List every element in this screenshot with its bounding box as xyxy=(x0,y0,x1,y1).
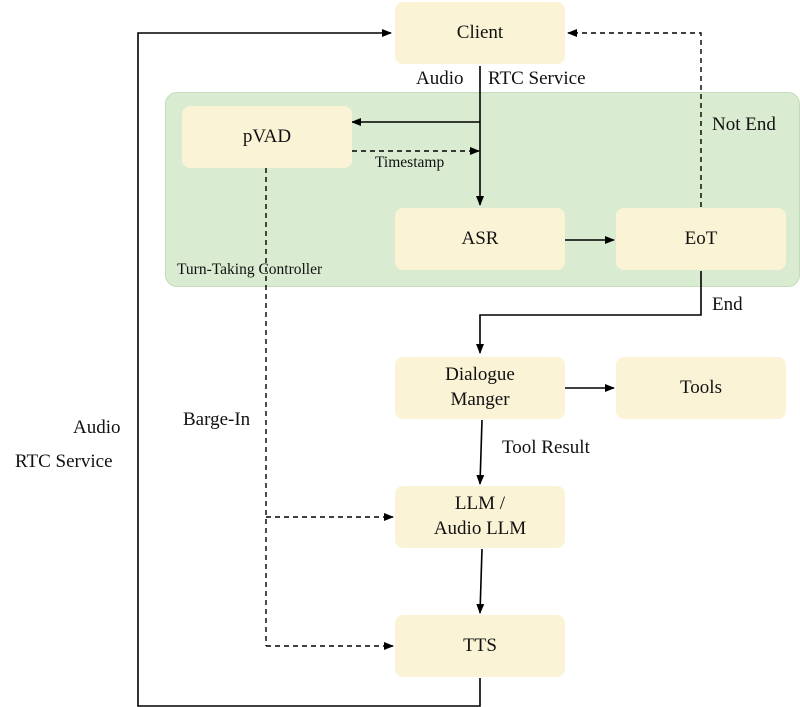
client-label: Client xyxy=(456,21,504,43)
audio-left-label: Audio xyxy=(73,417,121,438)
eot-box: EoT xyxy=(616,208,786,270)
not-end-label: Not End xyxy=(712,114,776,135)
llm-to-tts-arrow xyxy=(476,548,485,614)
llm-label-line1: LLM / xyxy=(454,493,506,515)
pvad-box: pVAD xyxy=(182,106,352,168)
eot-not-end-arrow xyxy=(567,29,702,207)
tts-label: TTS xyxy=(463,634,497,656)
rtc-service-left-label: RTC Service xyxy=(15,451,113,472)
rtc-service-top-label: RTC Service xyxy=(488,68,586,89)
region-label: Turn-Taking Controller xyxy=(177,261,323,278)
dialogue-manager-box: Dialogue Manger xyxy=(395,357,565,419)
eot-end-arrow xyxy=(476,271,702,354)
audio-top-label: Audio xyxy=(416,68,464,89)
client-box: Client xyxy=(395,2,565,64)
dialogue-to-llm-arrow xyxy=(476,419,485,485)
tts-to-client-arrow xyxy=(137,29,481,707)
timestamp-label: Timestamp xyxy=(375,154,445,171)
llm-box: LLM / Audio LLM xyxy=(395,486,565,548)
dialogue-manager-label-line1: Dialogue xyxy=(445,364,515,386)
tools-box: Tools xyxy=(616,357,786,419)
llm-label-line2: Audio LLM xyxy=(433,518,527,539)
end-label: End xyxy=(712,294,743,315)
asr-box: ASR xyxy=(395,208,565,270)
tool-result-label: Tool Result xyxy=(502,437,590,458)
dialogue-manager-label-line2: Manger xyxy=(450,389,510,410)
eot-label: EoT xyxy=(684,227,718,249)
barge-in-label: Barge-In xyxy=(183,409,251,430)
tools-label: Tools xyxy=(680,376,722,398)
asr-label: ASR xyxy=(461,227,499,249)
pvad-label: pVAD xyxy=(242,125,292,147)
tts-box: TTS xyxy=(395,615,565,677)
